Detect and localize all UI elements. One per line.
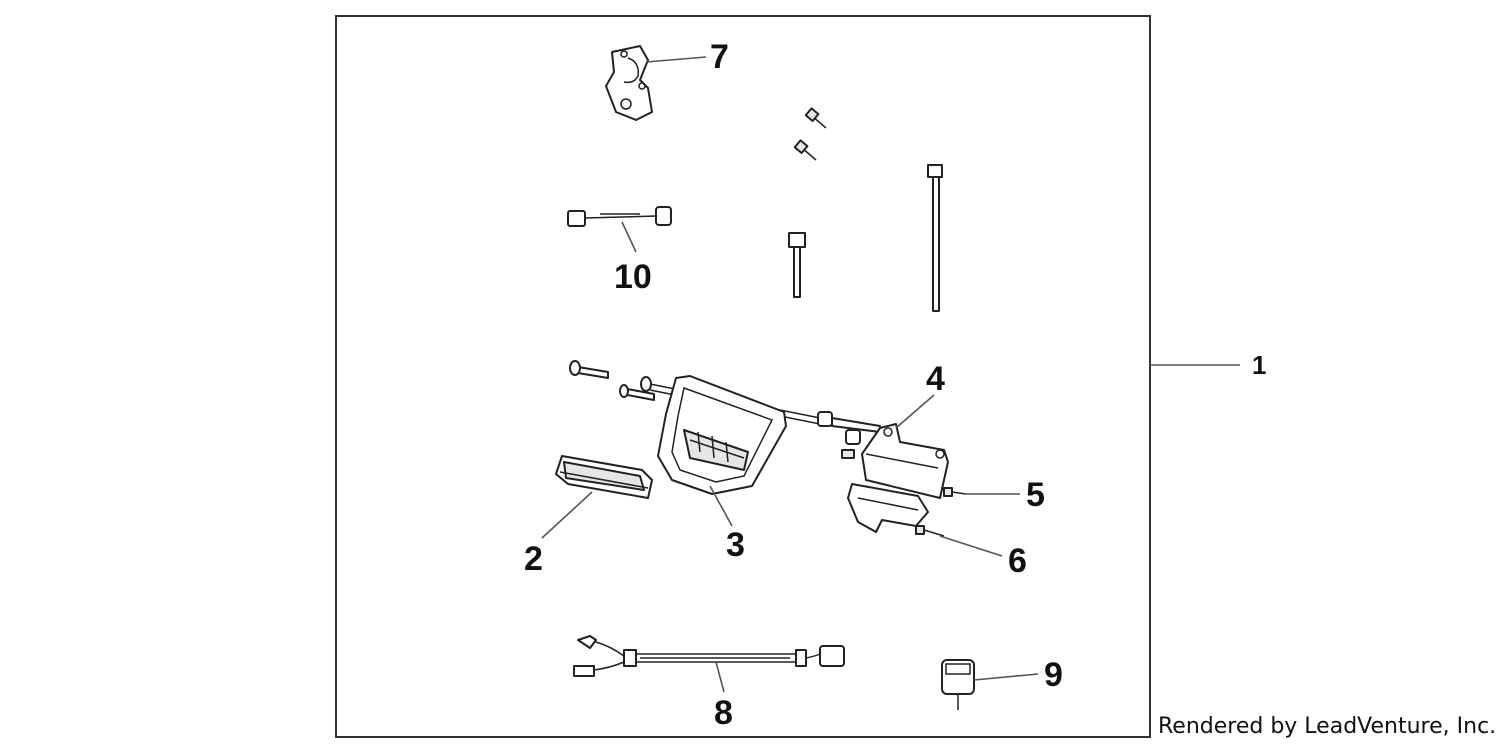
leader-10 — [621, 221, 637, 253]
mount-part-4[interactable] — [841, 423, 949, 533]
leader-9 — [973, 673, 1039, 681]
housing-part-3[interactable] — [657, 375, 787, 495]
harness-part-8[interactable] — [573, 635, 845, 677]
callout-2: 2 — [524, 540, 543, 578]
callout-1: 1 — [1252, 350, 1266, 380]
wire-part-10[interactable] — [567, 206, 672, 227]
leader-4 — [895, 394, 935, 429]
diagram-frame — [335, 15, 1151, 738]
screw-part-5[interactable] — [943, 487, 967, 497]
bracket-part-7[interactable] — [605, 45, 653, 121]
callout-5: 5 — [1026, 476, 1045, 514]
callout-10: 10 — [614, 258, 652, 296]
screw-part-6[interactable] — [915, 525, 945, 537]
leader-3 — [709, 485, 733, 527]
leader-6 — [939, 535, 1003, 557]
callout-9: 9 — [1044, 656, 1063, 694]
callout-8: 8 — [714, 694, 733, 732]
callout-7: 7 — [710, 38, 729, 76]
lamp-part-2[interactable] — [555, 455, 653, 499]
bolt-pair[interactable] — [793, 107, 827, 161]
leader-8 — [715, 661, 725, 693]
short-pin[interactable] — [788, 232, 806, 298]
leader-7 — [645, 56, 707, 63]
long-pin[interactable] — [927, 164, 943, 312]
leader-2 — [541, 491, 593, 539]
callout-3: 3 — [726, 526, 745, 564]
connector-part-9[interactable] — [941, 659, 975, 710]
callout-4: 4 — [926, 360, 945, 398]
render-credit: Rendered by LeadVenture, Inc. — [1158, 714, 1496, 739]
callout-6: 6 — [1008, 542, 1027, 580]
